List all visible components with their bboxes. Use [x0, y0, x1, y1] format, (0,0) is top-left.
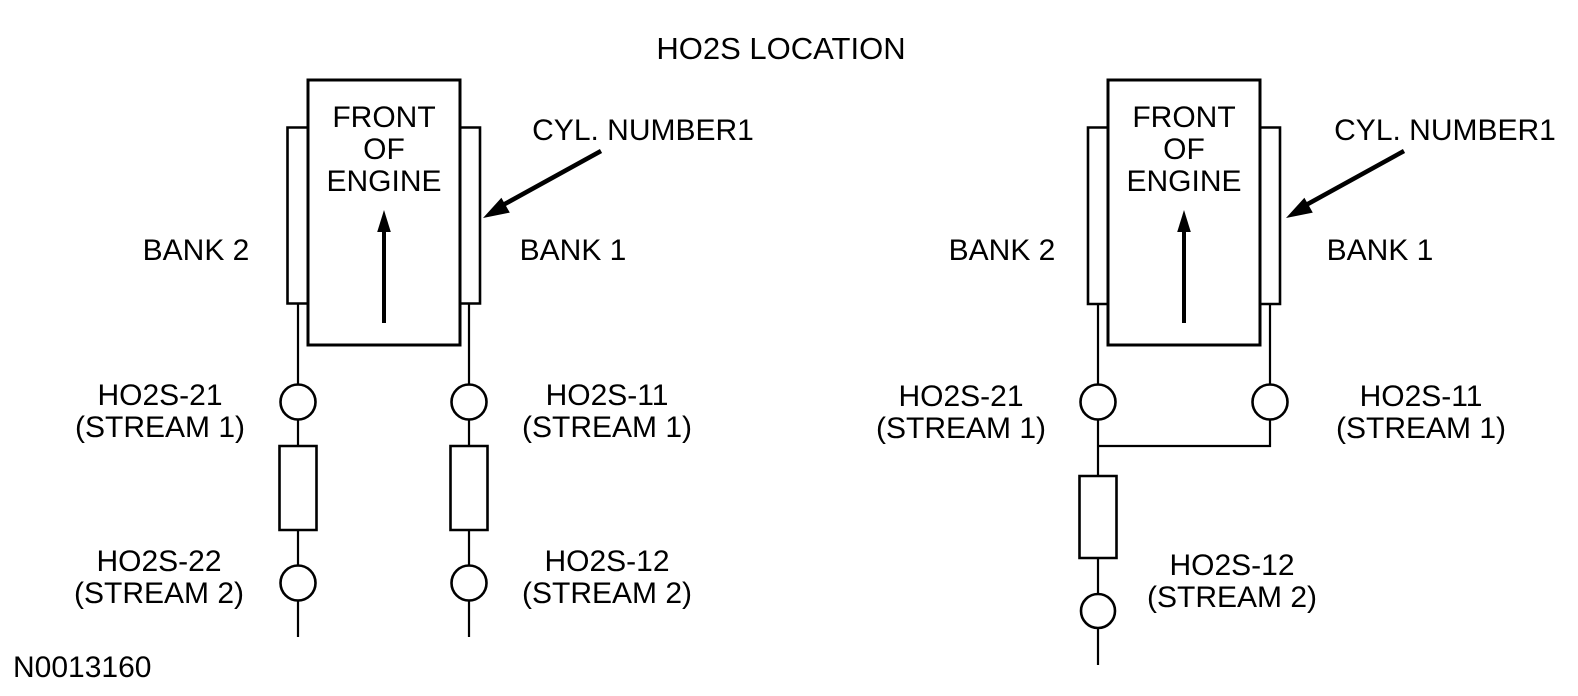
bank2-label: BANK 2: [948, 234, 1056, 267]
ho2s-21-label: HO2S-21 (STREAM 1): [876, 381, 1046, 445]
front-direction-arrow-head: [377, 210, 391, 232]
sensor-name: HO2S-11: [1359, 380, 1483, 413]
sensor-stream: (STREAM 2): [1146, 581, 1318, 614]
sensor-stream: (STREAM 2): [521, 577, 693, 610]
cylinder1-pointer-right-diagram: [1286, 151, 1404, 218]
catalyst-merged: [1080, 476, 1117, 558]
front-direction-arrow-head: [1177, 210, 1191, 232]
sensor-ho2s-12-symbol: [1081, 594, 1115, 628]
cyl-number1-label: CYL. NUMBER1: [1334, 114, 1556, 147]
front-of-engine-label: FRONT OF ENGINE: [326, 101, 442, 198]
sensor-ho2s-12-symbol: [452, 566, 487, 601]
exhaust-manifold-bank1: [460, 128, 481, 304]
sensor-name: HO2S-22: [96, 545, 222, 578]
cyl-number-arrow-head: [483, 197, 510, 218]
sensor-name: HO2S-12: [544, 545, 670, 578]
sensor-name: HO2S-12: [1169, 549, 1295, 582]
ho2s-11-label: HO2S-11 (STREAM 1): [522, 380, 692, 444]
ho2s-21-label: HO2S-21 (STREAM 1): [75, 380, 245, 444]
engine-assembly-left-diagram: [288, 80, 481, 345]
cyl-number-arrow-shaft: [503, 151, 601, 205]
cyl-number-arrow-head: [1286, 197, 1313, 218]
bank1-label: BANK 1: [519, 234, 627, 267]
sensor-ho2s-21-symbol: [1081, 385, 1116, 420]
front-of-engine-label: FRONT OF ENGINE: [1126, 101, 1242, 198]
ho2s-12-label: HO2S-12 (STREAM 2): [1147, 550, 1317, 614]
sensor-ho2s-11-symbol: [452, 385, 487, 420]
sensor-ho2s-11-symbol: [1253, 385, 1288, 420]
bank2-label: BANK 2: [142, 234, 250, 267]
exhaust-manifold-bank2: [1088, 128, 1108, 305]
ho2s-22-label: HO2S-22 (STREAM 2): [74, 546, 244, 610]
catalyst-bank1: [451, 446, 488, 530]
engine-assembly-right-diagram: [1088, 80, 1280, 345]
cyl-number1-label: CYL. NUMBER1: [532, 114, 754, 147]
sensor-name: HO2S-21: [898, 380, 1024, 413]
exhaust-pipe-bank1-left-diagram: [451, 303, 488, 637]
figure-number: N0013160: [13, 651, 152, 684]
exhaust-manifold-bank1: [1260, 128, 1280, 305]
sensor-stream: (STREAM 1): [1335, 412, 1507, 445]
exhaust-pipe-bank2-left-diagram: [280, 303, 317, 637]
catalyst-bank2: [280, 446, 317, 530]
page-title: HO2S LOCATION: [656, 31, 906, 66]
ho2s-11-label: HO2S-11 (STREAM 1): [1336, 381, 1506, 445]
ho2s-12-label: HO2S-12 (STREAM 2): [522, 546, 692, 610]
sensor-stream: (STREAM 1): [875, 412, 1047, 445]
exhaust-manifold-bank2: [288, 128, 309, 304]
sensor-stream: (STREAM 1): [521, 411, 693, 444]
cyl-number-arrow-shaft: [1306, 151, 1404, 205]
sensor-name: HO2S-11: [545, 379, 669, 412]
sensor-name: HO2S-21: [97, 379, 223, 412]
bank1-label: BANK 1: [1326, 234, 1434, 267]
sensor-stream: (STREAM 1): [74, 411, 246, 444]
sensor-ho2s-21-symbol: [281, 385, 316, 420]
y-pipe-exhaust-right-diagram: [1080, 304, 1288, 665]
sensor-ho2s-22-symbol: [281, 566, 316, 601]
sensor-stream: (STREAM 2): [73, 577, 245, 610]
cylinder1-pointer-left-diagram: [483, 151, 601, 218]
